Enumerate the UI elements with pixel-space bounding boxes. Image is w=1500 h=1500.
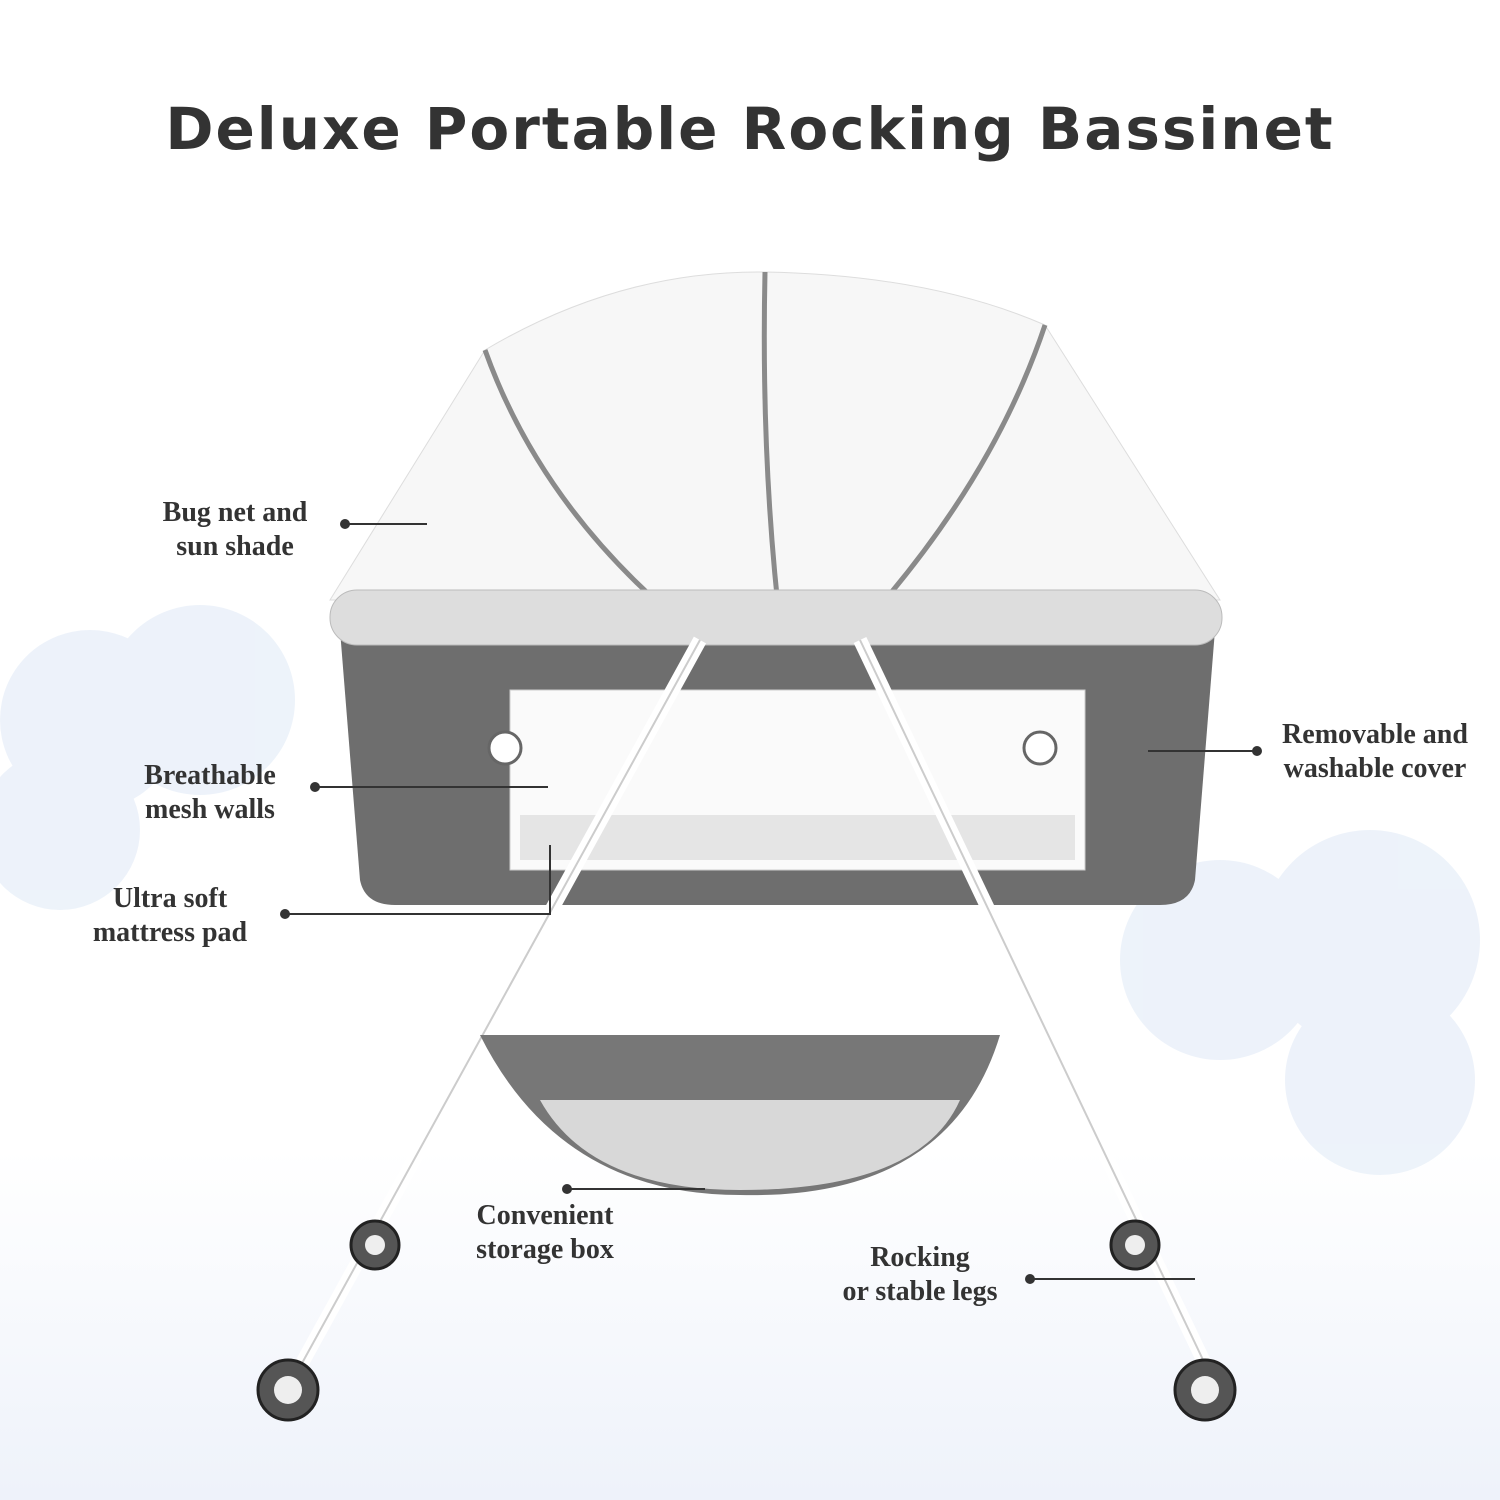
callout-mattress: Ultra soft mattress pad: [70, 882, 270, 950]
callout-line-1: Removable and: [1282, 719, 1468, 750]
callout-line-2: mesh walls: [145, 794, 275, 825]
callout-line-1: Ultra soft: [112, 883, 228, 914]
callout-leader: [1148, 750, 1256, 752]
page-title: Deluxe Portable Rocking Bassinet: [165, 95, 1335, 163]
callout-line-2: sun shade: [176, 531, 294, 562]
callout-line-2: or stable legs: [842, 1276, 998, 1307]
callout-dot: [1252, 746, 1262, 756]
callout-legs: Rocking or stable legs: [820, 1241, 1020, 1309]
callout-leader: [549, 845, 551, 915]
callout-line-2: storage box: [476, 1234, 614, 1265]
callout-line-1: Breathable: [144, 760, 276, 791]
callout-leader: [1030, 1278, 1195, 1280]
callout-line-1: Rocking: [870, 1242, 970, 1273]
callout-leader: [345, 523, 427, 525]
callout-line-1: Convenient: [476, 1200, 614, 1231]
callout-line-2: washable cover: [1283, 753, 1467, 784]
callout-leader: [285, 913, 550, 915]
callout-storage: Convenient storage box: [450, 1199, 640, 1267]
callout-mesh-walls: Breathable mesh walls: [120, 759, 300, 827]
callout-leader: [567, 1188, 705, 1190]
callout-leader: [315, 786, 548, 788]
callout-line-1: Bug net and: [162, 497, 308, 528]
callout-bug-net: Bug net and sun shade: [145, 496, 325, 564]
callout-cover: Removable and washable cover: [1265, 718, 1485, 786]
callout-line-2: mattress pad: [92, 917, 248, 948]
